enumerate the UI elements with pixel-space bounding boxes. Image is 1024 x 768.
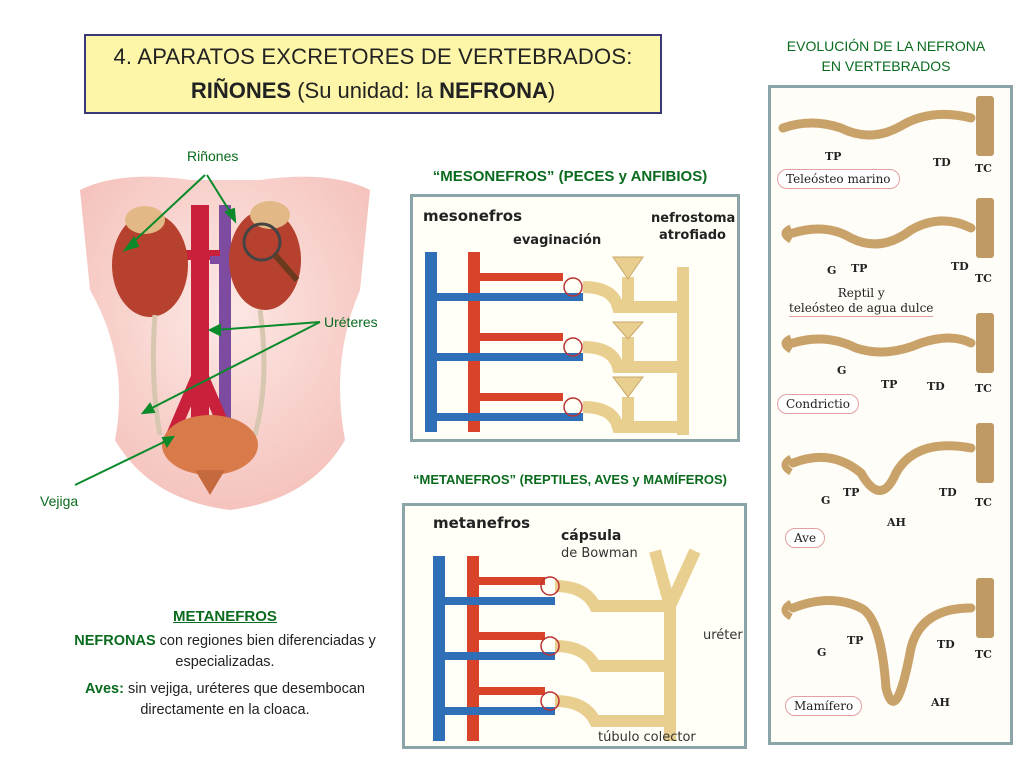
evolution-heading-line2: EN VERTEBRADOS xyxy=(821,58,951,74)
metanefros-text-title: METANEFROS xyxy=(173,608,277,625)
nefronas-rest: con regiones bien diferenciadas y especi… xyxy=(155,633,376,670)
pointer-kidney-left xyxy=(129,174,206,246)
evo-row1-td: TD xyxy=(933,156,951,169)
species-teleosteo-marino: Teleósteo marino xyxy=(777,169,900,189)
metanefros-title: metanefros xyxy=(433,514,531,532)
aves-rest: sin vejiga, uréteres que desembocan dire… xyxy=(123,681,365,718)
title-line-2: RIÑONES (Su unidad: la NEFRONA) xyxy=(86,78,660,104)
evo-row5-td: TD xyxy=(937,638,955,651)
evo-row3-tc: TC xyxy=(975,382,992,395)
evo-row5-tc: TC xyxy=(975,648,992,661)
evo-row3-tp: TP xyxy=(881,378,898,391)
label-bowman: de Bowman xyxy=(561,546,638,561)
evo-row4-tc: TC xyxy=(975,496,992,509)
species-condrictio: Condrictio xyxy=(777,394,859,414)
evo-row3-td: TD xyxy=(927,380,945,393)
mesonefros-title: mesonefros xyxy=(423,207,523,225)
evo-row2-tc: TC xyxy=(975,272,992,285)
species-mamifero: Mamífero xyxy=(785,696,863,716)
evo-row3-g: G xyxy=(837,364,847,377)
evo-row2-tp: TP xyxy=(851,262,868,275)
label-atrofiado: atrofiado xyxy=(659,228,726,243)
evo-row4-ah: AH xyxy=(887,516,906,529)
mesonefros-panel: mesonefros evaginación nefrostoma atrofi… xyxy=(410,194,740,442)
label-vejiga: Vejiga xyxy=(40,493,79,509)
pointer-ureter-right xyxy=(214,321,321,331)
metanefros-description: METANEFROS NEFRONAS con regiones bien di… xyxy=(60,606,390,721)
evolution-panel: Teleósteo marino TP TD TC G TP TD TC Rep… xyxy=(768,85,1013,745)
evo-row5-tp: TP xyxy=(847,634,864,647)
evo-row4-td: TD xyxy=(939,486,957,499)
urinary-system-drawing xyxy=(80,176,370,510)
pointer-bladder xyxy=(74,439,169,486)
evo-row2-td: TD xyxy=(951,260,969,273)
label-rinones: Riñones xyxy=(187,148,239,164)
label-capsula: cápsula xyxy=(561,528,622,544)
evo-row2-g: G xyxy=(827,264,837,277)
label-tubulo-colector: túbulo colector xyxy=(598,730,696,745)
title-bold-rinones: RIÑONES xyxy=(190,78,292,103)
metanefros-diagram xyxy=(433,548,701,741)
metanefros-text-p2: Aves: sin vejiga, uréteres que desemboca… xyxy=(60,679,390,721)
evo-row1-tp: TP xyxy=(825,150,842,163)
evolution-heading-line1: EVOLUCIÓN DE LA NEFRONA xyxy=(786,38,986,54)
metanefros-text-p1: NEFRONAS con regiones bien diferenciadas… xyxy=(60,631,390,673)
evo-row4-tp: TP xyxy=(843,486,860,499)
pointer-ureter-left xyxy=(147,321,321,411)
label-ureteres: Uréteres xyxy=(324,314,378,330)
label-evaginacion: evaginación xyxy=(513,233,602,248)
species-reptil-line1: Reptil y xyxy=(837,286,885,300)
species-ave: Ave xyxy=(785,528,826,548)
label-nefrostoma: nefrostoma xyxy=(651,211,736,226)
evo-row4-g: G xyxy=(821,494,831,507)
mesonefros-diagram xyxy=(425,252,689,435)
species-reptil-agua-dulce: Reptil y teleósteo de agua dulce xyxy=(781,284,941,319)
evolution-heading: EVOLUCIÓN DE LA NEFRONA EN VERTEBRADOS xyxy=(750,36,1022,76)
species-reptil-line2: teleósteo de agua dulce xyxy=(789,301,934,317)
nefronas-bold: NEFRONAS xyxy=(74,633,156,649)
title-bold-nefrona: NEFRONA xyxy=(439,78,548,103)
title-end: ) xyxy=(547,78,556,103)
aves-bold: Aves: xyxy=(85,681,124,697)
title-mid: (Su unidad: la xyxy=(291,78,440,103)
metanefros-panel: metanefros cápsula de Bowman uréter túbu… xyxy=(402,503,747,749)
label-ureter: uréter xyxy=(703,628,743,643)
title-line-1: 4. APARATOS EXCRETORES DE VERTEBRADOS: xyxy=(113,44,633,69)
title-box: 4. APARATOS EXCRETORES DE VERTEBRADOS: R… xyxy=(84,34,662,114)
anatomy-illustration xyxy=(60,150,400,520)
metanefros-heading: “METANEFROS” (REPTILES, AVES y MAMÍFEROS… xyxy=(413,472,727,487)
mesonefros-heading: “MESONEFROS” (PECES y ANFIBIOS) xyxy=(432,168,708,185)
pointer-kidney-right xyxy=(206,174,233,216)
evo-row5-ah: AH xyxy=(931,696,950,709)
evolution-diagram xyxy=(778,96,994,706)
evo-row5-g: G xyxy=(817,646,827,659)
evo-row1-tc: TC xyxy=(975,162,992,175)
